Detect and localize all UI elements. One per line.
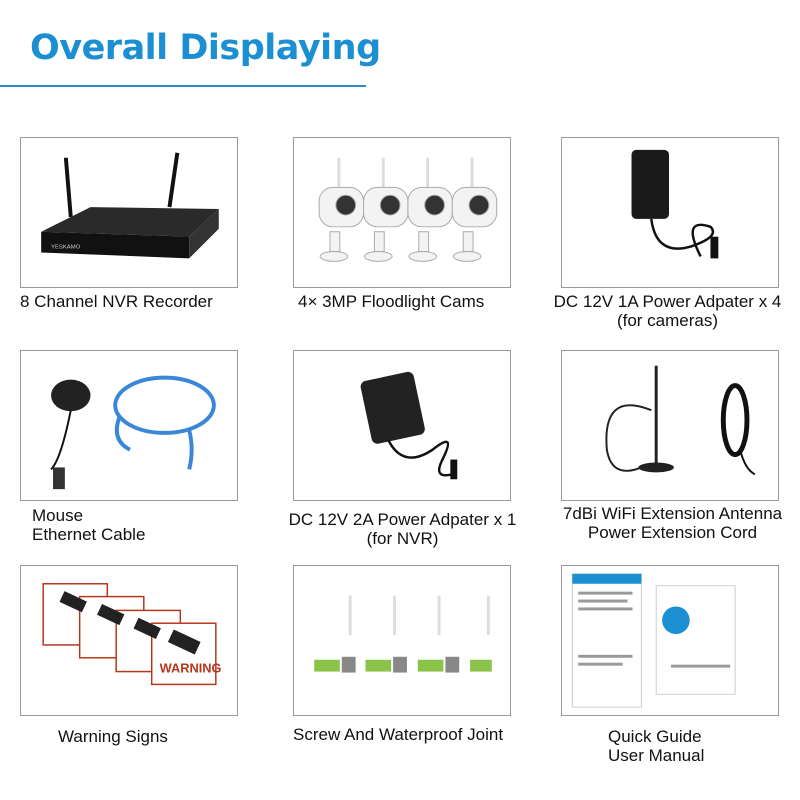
caption-line: Screw And Waterproof Joint (293, 725, 504, 744)
mouse-cable-image (20, 350, 238, 501)
caption-line: 4× 3MP Floodlight Cams (298, 292, 485, 311)
caption-line: Ethernet Cable (32, 525, 146, 544)
caption-cameras: 4× 3MP Floodlight Cams (298, 292, 484, 311)
caption-line: (for NVR) (366, 529, 439, 548)
power-adapter-1a-image (561, 137, 779, 288)
caption-line: Warning Signs (58, 727, 168, 746)
caption-power-adapter-2a: DC 12V 2A Power Adpater x 1(for NVR) (270, 510, 535, 548)
warning-sign-text: WARNING (160, 661, 222, 676)
nvr-recorder-image: YESKAMO (20, 137, 238, 288)
power-adapter-2a-image (293, 350, 511, 501)
caption-line: 7dBi WiFi Extension Antenna (562, 504, 783, 523)
caption-line: DC 12V 1A Power Adpater x 4 (553, 292, 782, 311)
title-underline (0, 85, 366, 87)
screws-joints-image (293, 565, 511, 716)
page-title: Overall Displaying (30, 28, 381, 68)
warning-signs-image: WARNING (20, 565, 238, 716)
manuals-image (561, 565, 779, 716)
antenna-cord-image (561, 350, 779, 501)
caption-line: 8 Channel NVR Recorder (20, 292, 213, 311)
caption-warning-signs: Warning Signs (58, 727, 168, 746)
svg-text:YESKAMO: YESKAMO (51, 245, 81, 251)
caption-line: DC 12V 2A Power Adpater x 1 (288, 510, 517, 529)
cameras-image (293, 137, 511, 288)
caption-nvr: 8 Channel NVR Recorder (20, 292, 213, 311)
caption-line: Mouse (32, 506, 84, 525)
caption-line: User Manual (608, 746, 705, 765)
caption-screws-joints: Screw And Waterproof Joint (293, 725, 503, 744)
caption-line: Quick Guide (608, 727, 702, 746)
caption-power-adapter-1a: DC 12V 1A Power Adpater x 4(for cameras) (535, 292, 800, 330)
caption-line: Power Extension Cord (587, 523, 758, 542)
caption-line: (for cameras) (616, 311, 719, 330)
